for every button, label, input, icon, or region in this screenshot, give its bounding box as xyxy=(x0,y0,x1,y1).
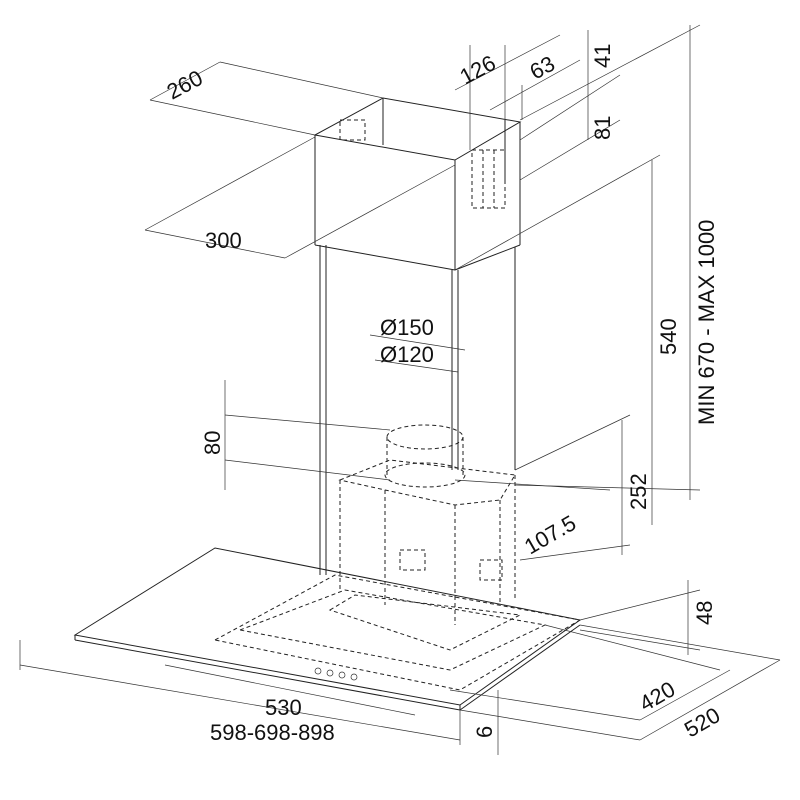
label-hood-width-inner: 530 xyxy=(265,695,302,720)
chimney xyxy=(313,97,522,575)
label-glass-thickness: 6 xyxy=(472,726,497,738)
label-vent-offset-1: 126 xyxy=(456,50,500,89)
label-motor-offset: 107.5 xyxy=(520,510,580,559)
label-hood-height: 48 xyxy=(692,601,717,625)
label-chimney-depth: 260 xyxy=(163,65,207,104)
label-top-offset-2: 81 xyxy=(590,116,615,140)
vent-grille xyxy=(471,149,506,209)
label-top-offset-1: 41 xyxy=(590,44,615,68)
label-hood-depth: 520 xyxy=(680,702,724,742)
dimension-lines xyxy=(19,24,781,755)
motor-unit xyxy=(338,424,516,625)
label-collar-height: 80 xyxy=(200,431,225,455)
label-hood-depth-inner: 420 xyxy=(635,676,679,716)
label-upper-height: 540 xyxy=(656,318,681,355)
label-chimney-width: 300 xyxy=(205,228,242,253)
label-total-height: MIN 670 - MAX 1000 xyxy=(694,220,719,425)
label-duct-outer: Ø150 xyxy=(380,315,434,340)
control-buttons xyxy=(314,667,358,681)
label-motor-height: 252 xyxy=(626,473,651,510)
label-hood-width: 598-698-898 xyxy=(210,720,335,745)
hood-glass xyxy=(73,547,582,711)
label-vent-offset-2: 63 xyxy=(526,51,559,85)
label-duct-inner: Ø120 xyxy=(380,342,434,367)
